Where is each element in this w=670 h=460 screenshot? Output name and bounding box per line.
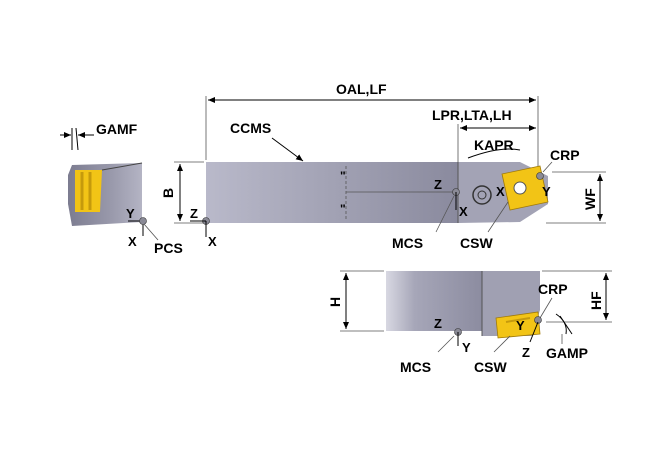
front-csw-label: CSW — [474, 359, 507, 375]
gamp-ref — [559, 315, 573, 335]
top-insert-x-label: X — [496, 184, 505, 199]
front-mcs-label: MCS — [400, 359, 431, 375]
front-insert-z-label: Z — [522, 345, 530, 360]
top-insert-y-label: Y — [542, 184, 551, 199]
b-label: B — [160, 188, 176, 198]
center-mark: " — [340, 169, 346, 183]
side-view: GAMF Y X PCS — [60, 121, 183, 256]
gamf-label: GAMF — [96, 121, 138, 137]
front-body — [386, 271, 482, 331]
mcs-label: MCS — [392, 235, 423, 251]
front-insert-rib — [505, 317, 531, 323]
clamp-screw — [472, 185, 492, 205]
top-pcs-x-label: X — [208, 234, 217, 249]
csw-leader — [487, 201, 509, 233]
oal-lf-label: OAL,LF — [336, 81, 387, 97]
top-mcs-z-label: Z — [434, 177, 442, 192]
ccms-leader — [271, 137, 304, 162]
lpr-label: LPR,LTA,LH — [432, 107, 512, 123]
front-crp-label: CRP — [538, 281, 568, 297]
shank-body — [206, 162, 458, 223]
mcs-leader — [435, 195, 455, 233]
wf-label: WF — [582, 188, 598, 210]
side-pcs-marker — [139, 217, 147, 225]
kapr-arc — [467, 148, 521, 159]
front-mcs-z-label: Z — [434, 316, 442, 331]
pcs-label: PCS — [154, 240, 183, 256]
top-csw-label: CSW — [460, 235, 493, 251]
front-mcs-leader — [437, 335, 455, 353]
side-clamp-line — [101, 162, 143, 171]
ccms-label: CCMS — [230, 120, 271, 136]
top-crp-label: CRP — [550, 147, 580, 163]
side-x-label: X — [128, 234, 137, 249]
front-crp-leader — [539, 297, 553, 319]
front-insert-y-label: Y — [516, 318, 525, 333]
crp-leader — [542, 161, 553, 173]
insert-hole — [513, 181, 527, 195]
pcs-leader — [143, 223, 159, 241]
front-insert-z-axis — [529, 321, 539, 343]
top-crp-marker — [536, 172, 544, 180]
gamp-label: GAMP — [546, 345, 588, 361]
side-y-label: Y — [126, 206, 135, 221]
gamf-angle-line — [75, 127, 79, 151]
top-mcs-x-label: X — [459, 204, 468, 219]
front-mcs-y-label: Y — [462, 340, 471, 355]
center-mark: " — [340, 202, 346, 216]
hf-label: HF — [588, 291, 604, 310]
top-view: OAL,LF LPR,LTA,LH KAPR CCMS " " Z X — [160, 81, 606, 251]
front-view: H HF CRP Y Z GAMP Z Y MCS CSW — [327, 270, 612, 375]
h-label: H — [327, 297, 343, 307]
top-pcs-z-label: Z — [190, 206, 198, 221]
front-csw-leader — [493, 335, 511, 353]
front-crp-marker — [534, 316, 542, 324]
clamp-screw-center — [477, 190, 487, 200]
